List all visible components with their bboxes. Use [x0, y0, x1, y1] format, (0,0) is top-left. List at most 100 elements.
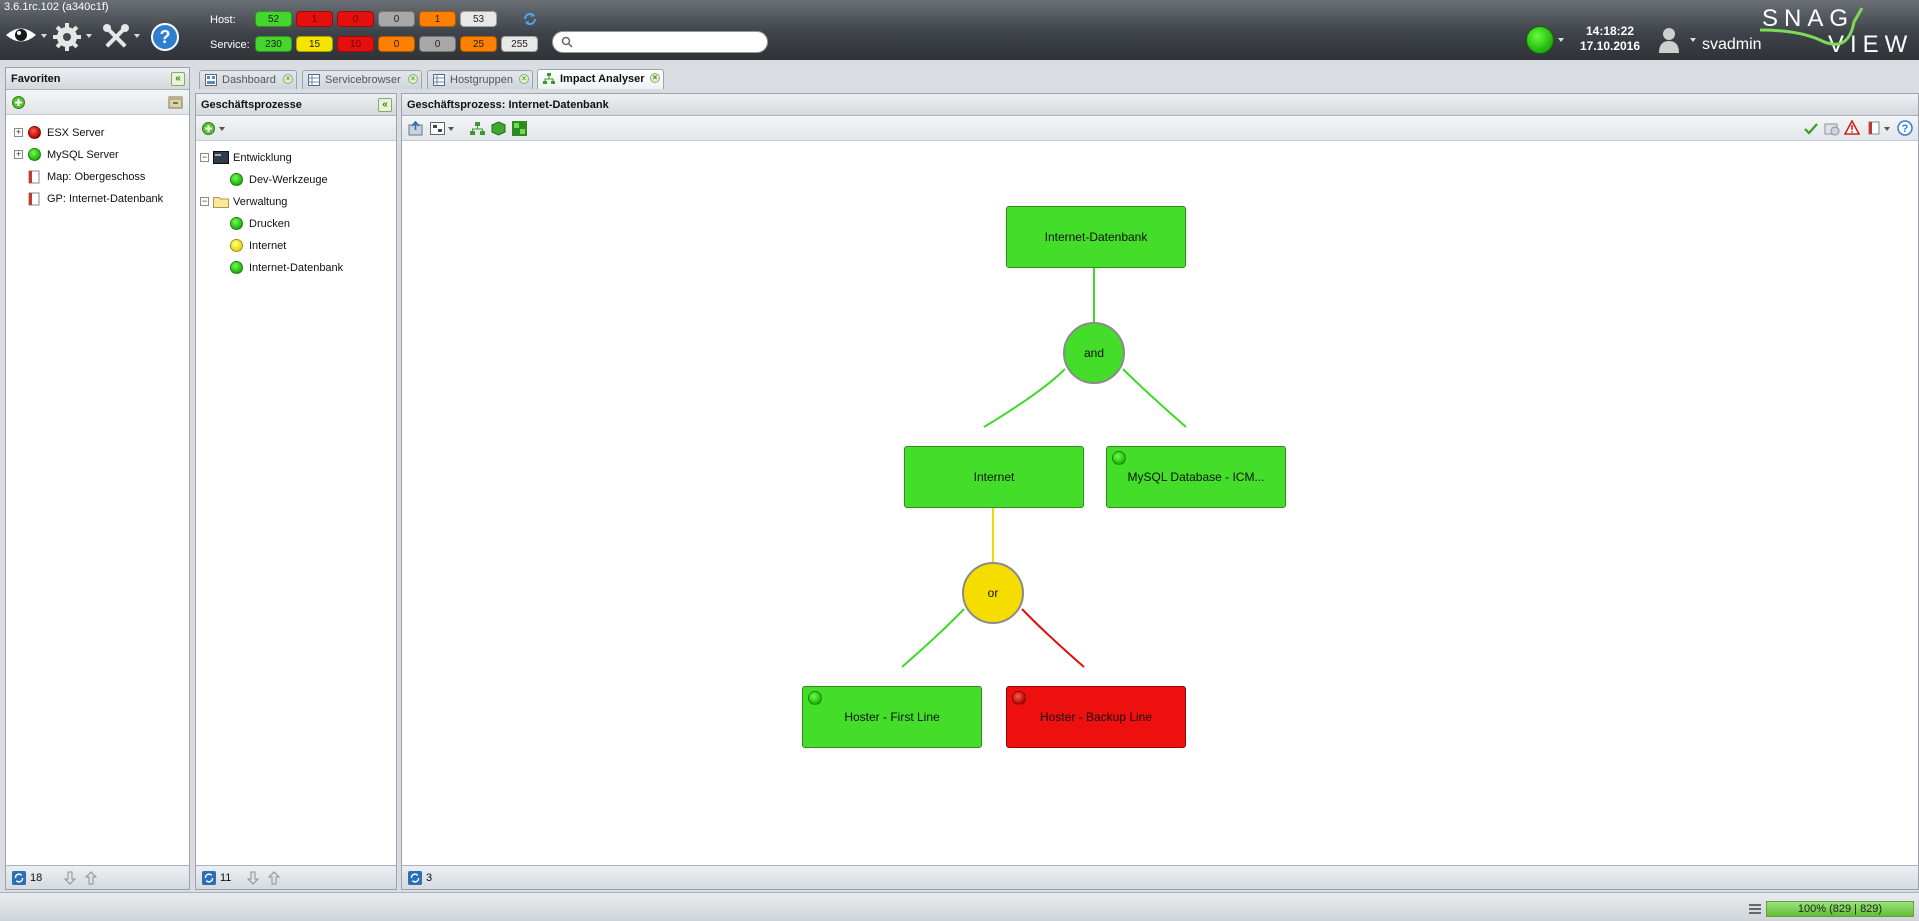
process-label: Internet — [249, 240, 287, 252]
collapse-favorites-button[interactable]: « — [171, 72, 185, 86]
process-item-internet-datenbank[interactable]: Internet-Datenbank — [200, 259, 390, 277]
archive-icon[interactable] — [168, 95, 183, 109]
service-critical-badge[interactable]: 10 — [337, 36, 374, 52]
process-item-internet[interactable]: Internet — [200, 237, 390, 255]
cube-icon[interactable] — [491, 121, 506, 136]
gear-menu-caret[interactable] — [86, 34, 92, 38]
version-label: 3.6.1rc.102 (a340c1f) — [4, 1, 109, 13]
tab-dashboard[interactable]: Dashboard × — [199, 70, 297, 89]
eye-menu-caret[interactable] — [41, 34, 47, 38]
favorite-item-gp-internet-datenbank[interactable]: GP: Internet-Datenbank — [10, 190, 185, 208]
refresh-icon[interactable] — [12, 871, 26, 885]
add-favorite-icon[interactable] — [12, 96, 25, 109]
favorite-label: ESX Server — [47, 127, 105, 139]
grid-view-icon[interactable] — [512, 121, 527, 136]
add-menu-caret[interactable] — [219, 127, 225, 131]
move-down-icon[interactable] — [247, 871, 259, 885]
move-down-icon[interactable] — [64, 871, 76, 885]
expand-icon[interactable]: + — [14, 149, 23, 159]
close-tab-icon[interactable]: × — [519, 74, 529, 84]
tab-hostgruppen[interactable]: Hostgruppen × — [427, 70, 533, 89]
service-total-badge[interactable]: 255 — [501, 36, 538, 52]
process-item-dev-werkzeuge[interactable]: Dev-Werkzeuge — [200, 171, 390, 189]
processes-title: Geschäftsprozesse — [201, 99, 302, 111]
favorite-item-esx-server[interactable]: + ESX Server — [10, 124, 185, 142]
add-process-icon[interactable] — [202, 122, 215, 135]
svg-text:?: ? — [160, 27, 171, 47]
collapse-icon[interactable]: − — [200, 196, 209, 206]
search-input[interactable] — [577, 35, 761, 49]
status-dot-icon — [28, 126, 41, 139]
checkmark-icon[interactable] — [1804, 122, 1818, 135]
close-tab-icon[interactable]: × — [650, 73, 660, 83]
gear-icon[interactable] — [52, 22, 82, 52]
service-acknowledged-badge[interactable]: 25 — [460, 36, 497, 52]
clock: 14:18:22 17.10.2016 — [1578, 24, 1642, 54]
eye-icon[interactable] — [4, 24, 38, 46]
status-dot-icon — [1012, 691, 1026, 705]
refresh-icon[interactable] — [408, 871, 422, 885]
node-internet[interactable]: Internet — [904, 446, 1084, 508]
process-item-drucken[interactable]: Drucken — [200, 215, 390, 233]
process-group-entwicklung[interactable]: − Entwicklung — [200, 149, 390, 167]
tab-impact-analyser[interactable]: Impact Analyser × — [537, 69, 664, 89]
refresh-icon[interactable] — [202, 871, 216, 885]
node-mysql-database[interactable]: MySQL Database - ICM... — [1106, 446, 1286, 508]
downtime-icon[interactable] — [1824, 121, 1840, 136]
collapse-processes-button[interactable]: « — [378, 98, 392, 112]
list-icon[interactable] — [1748, 902, 1762, 916]
tab-servicebrowser[interactable]: Servicebrowser × — [302, 70, 422, 89]
username[interactable]: svadmin — [1702, 36, 1762, 53]
impact-analyser-panel: Geschäftsprozess: Internet-Datenbank ? I… — [401, 93, 1919, 890]
gate-or[interactable]: or — [962, 562, 1024, 624]
tree-layout-icon[interactable] — [470, 121, 485, 136]
warning-icon[interactable] — [1844, 120, 1860, 135]
host-down-badge[interactable]: 1 — [296, 11, 333, 27]
help-icon[interactable]: ? — [1897, 120, 1913, 136]
user-menu-caret[interactable] — [1690, 38, 1696, 42]
expand-icon[interactable]: + — [14, 127, 23, 137]
service-warning-badge[interactable]: 15 — [296, 36, 333, 52]
tools-menu-caret[interactable] — [134, 34, 140, 38]
process-group-verwaltung[interactable]: − Verwaltung — [200, 193, 390, 211]
bookmark-menu-caret[interactable] — [1884, 127, 1890, 131]
bookmark-icon[interactable] — [1868, 121, 1880, 135]
user-icon[interactable] — [1658, 26, 1680, 54]
favorites-panel: Favoriten « + ESX Server + MySQL Server … — [5, 67, 190, 890]
host-pending-badge[interactable]: 1 — [419, 11, 456, 27]
help-icon[interactable]: ? — [150, 22, 180, 52]
node-internet-datenbank[interactable]: Internet-Datenbank — [1006, 206, 1186, 268]
progress-text: 100% (829 | 829) — [1797, 903, 1883, 915]
close-tab-icon[interactable]: × — [283, 74, 293, 84]
gate-and[interactable]: and — [1063, 322, 1125, 384]
svg-text:?: ? — [1902, 123, 1909, 135]
edge-and-mysql — [1122, 368, 1187, 428]
host-unreachable-badge[interactable]: 0 — [337, 11, 374, 27]
service-pending-badge[interactable]: 0 — [378, 36, 415, 52]
node-hoster-backup-line[interactable]: Hoster - Backup Line — [1006, 686, 1186, 748]
export-icon[interactable] — [408, 121, 423, 136]
host-up-badge[interactable]: 52 — [255, 11, 292, 27]
collapse-icon[interactable]: − — [200, 152, 209, 162]
search-box[interactable] — [552, 31, 768, 53]
tools-icon[interactable] — [101, 22, 131, 52]
favorite-item-map-obergeschoss[interactable]: Map: Obergeschoss — [10, 168, 185, 186]
favorite-label: GP: Internet-Datenbank — [47, 193, 164, 205]
host-total-badge[interactable]: 53 — [460, 11, 497, 27]
close-tab-icon[interactable]: × — [408, 74, 418, 84]
node-label: Hoster - First Line — [844, 710, 940, 724]
layout-menu-caret[interactable] — [448, 127, 454, 131]
node-label: Internet-Datenbank — [1044, 230, 1148, 244]
process-label: Internet-Datenbank — [249, 262, 344, 274]
service-ok-badge[interactable]: 230 — [255, 36, 292, 52]
move-up-icon[interactable] — [268, 871, 280, 885]
move-up-icon[interactable] — [85, 871, 97, 885]
status-menu-caret[interactable] — [1558, 38, 1564, 42]
service-unknown-badge[interactable]: 0 — [419, 36, 456, 52]
host-unknown-badge[interactable]: 0 — [378, 11, 415, 27]
refresh-icon[interactable] — [522, 11, 538, 27]
node-hoster-first-line[interactable]: Hoster - First Line — [802, 686, 982, 748]
favorite-item-mysql-server[interactable]: + MySQL Server — [10, 146, 185, 164]
global-status-indicator[interactable] — [1526, 26, 1554, 54]
layout-icon[interactable] — [430, 121, 445, 136]
